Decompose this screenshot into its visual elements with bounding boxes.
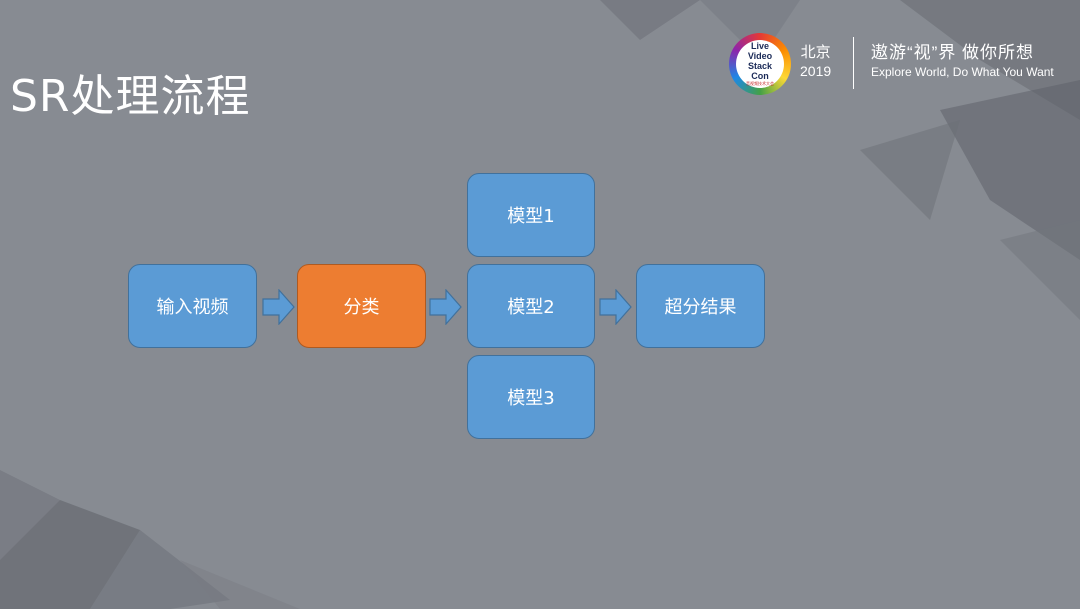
logo-text-line-4: Con bbox=[751, 71, 769, 81]
slogan-english: Explore World, Do What You Want bbox=[871, 65, 1054, 79]
logo-text-line-3: Stack bbox=[747, 61, 773, 71]
header-divider bbox=[853, 37, 854, 89]
logo-text-line-1: Live bbox=[750, 41, 769, 51]
event-slogan: 遨游“视”界 做你所想 Explore World, Do What You W… bbox=[871, 42, 1054, 80]
arrow-classify-to-models-icon bbox=[429, 289, 462, 325]
logo-text-line-2: Video bbox=[747, 51, 773, 61]
classify-box: 分类 bbox=[297, 264, 426, 348]
logo-subtitle: 音视频技术大会 bbox=[746, 81, 774, 86]
model-2-box: 模型2 bbox=[467, 264, 595, 348]
input-video-box: 输入视频 bbox=[128, 264, 257, 348]
arrow-models-to-result-icon bbox=[599, 289, 632, 325]
event-year: 2019 bbox=[800, 63, 832, 79]
slide-title: SR处理流程 bbox=[10, 71, 251, 122]
model-1-box: 模型1 bbox=[467, 173, 595, 257]
slogan-chinese: 遨游“视”界 做你所想 bbox=[871, 43, 1035, 62]
event-city: 北京 bbox=[800, 44, 831, 61]
super-resolution-result-box: 超分结果 bbox=[636, 264, 765, 348]
conference-logo: Live Video Stack Con 音视频技术大会 bbox=[729, 33, 791, 95]
arrow-input-to-classify-icon bbox=[262, 289, 295, 325]
model-3-box: 模型3 bbox=[467, 355, 595, 439]
logo-inner: Live Video Stack Con 音视频技术大会 bbox=[736, 40, 784, 88]
event-location: 北京 2019 bbox=[800, 44, 831, 80]
